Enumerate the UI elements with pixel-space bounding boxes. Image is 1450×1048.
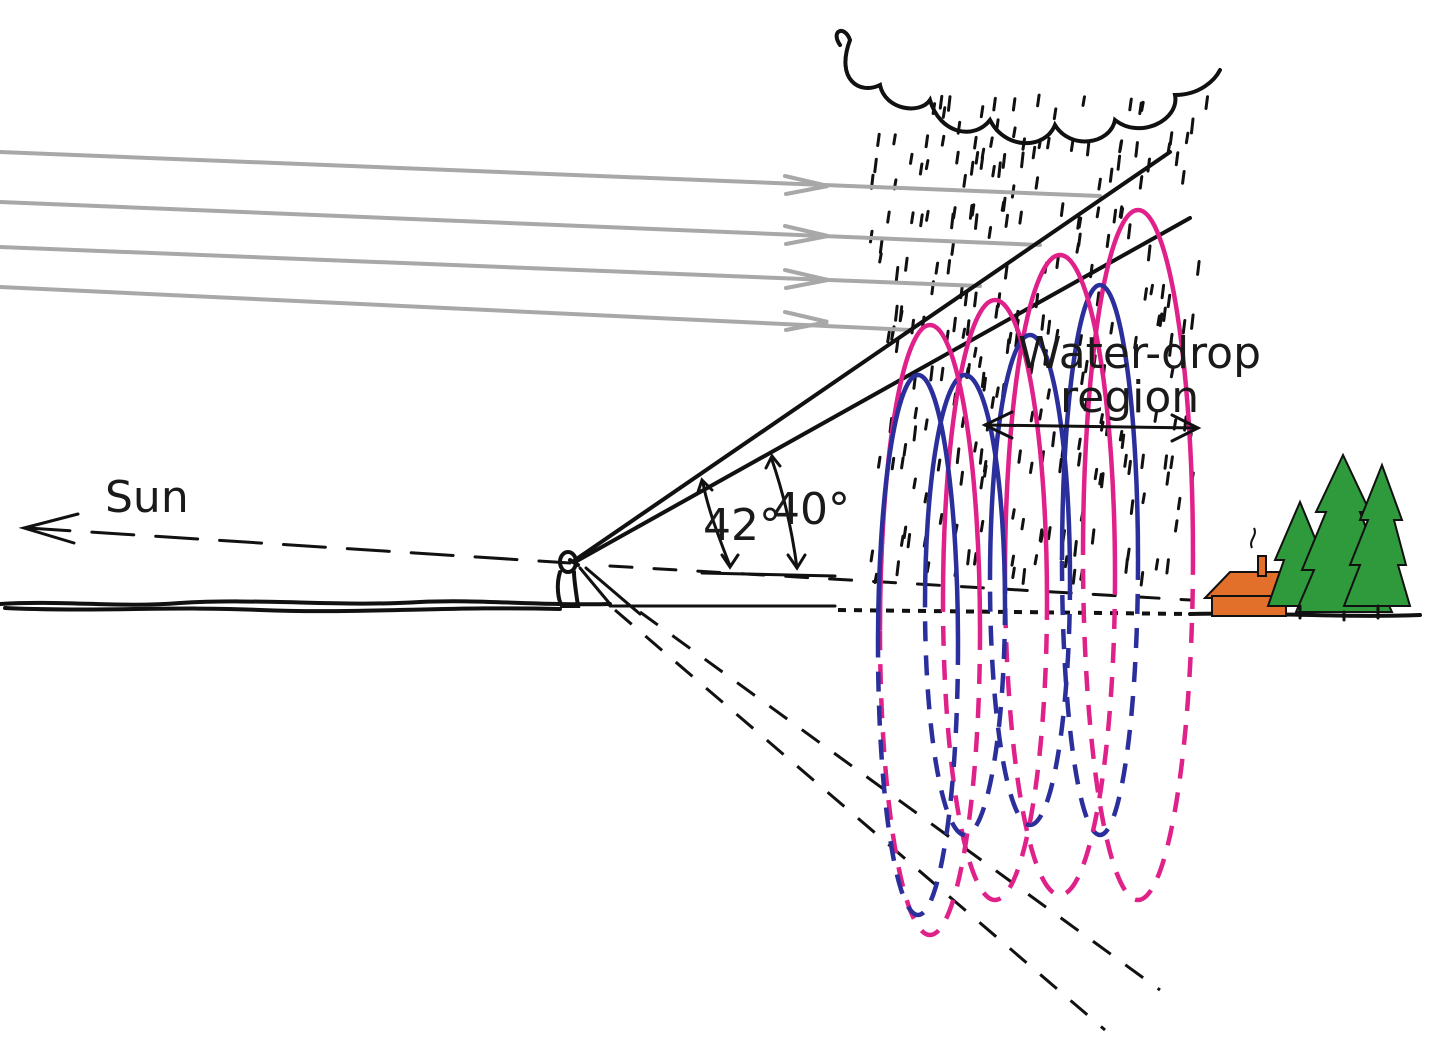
violet-ring-upper-6 bbox=[922, 372, 1008, 606]
sun-ray-2 bbox=[0, 200, 1042, 247]
angle-markers bbox=[696, 453, 837, 578]
sun-rays bbox=[0, 150, 1102, 332]
violet-ring-lower-2 bbox=[1059, 559, 1141, 838]
violet-ring-lower-4 bbox=[987, 579, 1073, 828]
red-angle-label: 42° bbox=[703, 500, 781, 551]
red-ring-lower-5 bbox=[940, 599, 1050, 903]
ground-line bbox=[0, 599, 1422, 618]
red-sight-line bbox=[573, 150, 1172, 562]
violet-ring-lower-8 bbox=[875, 644, 961, 918]
red-ring-lower-1 bbox=[1080, 554, 1196, 903]
water-drop-region-label: Water-drop bbox=[1018, 328, 1261, 379]
red-ring-lower-3 bbox=[1002, 574, 1118, 898]
water-drop-region-arrow bbox=[981, 410, 1202, 443]
sun-ray-4 bbox=[0, 285, 912, 332]
sun-label: Sun bbox=[105, 472, 189, 523]
violet-ring-upper-8 bbox=[875, 372, 961, 646]
violet-angle-label: 40° bbox=[772, 484, 850, 535]
red-ring-upper-1 bbox=[1080, 207, 1196, 556]
sight-lines bbox=[573, 150, 1192, 616]
red-ring-lower-7 bbox=[877, 629, 983, 938]
violet-sight-line bbox=[573, 216, 1192, 564]
cloud bbox=[834, 29, 1222, 146]
horizon-dashed-line bbox=[837, 608, 1191, 616]
house bbox=[1202, 527, 1294, 617]
trees bbox=[1266, 452, 1412, 613]
below-ground-dashed-lines bbox=[614, 608, 1161, 1032]
red-ring-upper-3 bbox=[1002, 252, 1118, 576]
sun-ray-1 bbox=[0, 150, 1102, 198]
water-drop-region-label-2: region bbox=[1060, 372, 1199, 423]
sun-ray-3 bbox=[0, 245, 982, 288]
rainbow-cones bbox=[875, 207, 1196, 938]
violet-ring-upper-2 bbox=[1059, 282, 1141, 561]
